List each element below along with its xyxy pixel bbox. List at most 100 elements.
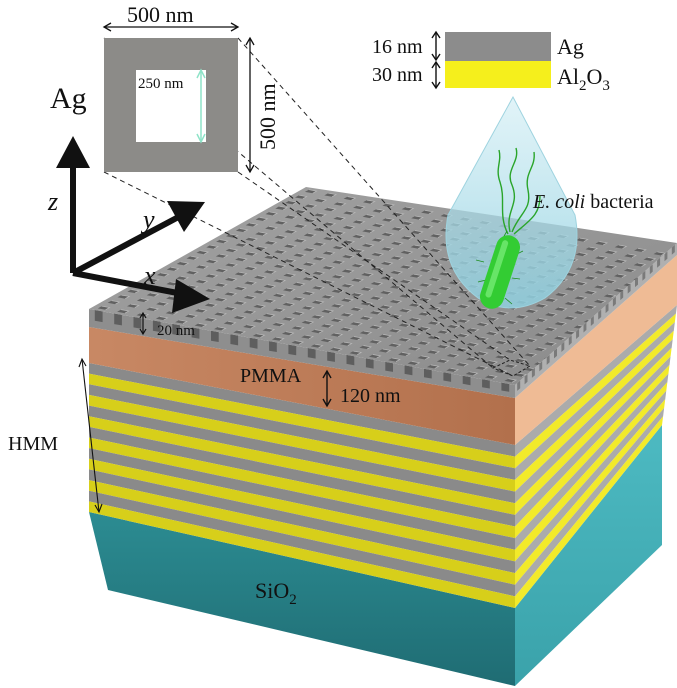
nanohole-edge — [405, 206, 415, 211]
nanohole-edge — [209, 288, 218, 293]
nanohole-edge — [569, 272, 579, 277]
y-axis-line — [71, 210, 188, 276]
nanohole-edge — [579, 237, 589, 243]
nanohole-edge — [354, 321, 363, 326]
nanohole-edge — [308, 218, 317, 223]
nanohole-edge — [608, 250, 618, 255]
nanohole-edge — [365, 272, 374, 277]
nanohole-edge — [276, 322, 286, 327]
pilus — [504, 297, 513, 305]
grating-notch — [664, 251, 668, 262]
nanohole-edge — [257, 304, 267, 309]
nanohole-edge — [179, 319, 188, 324]
nanohole-edge — [423, 282, 433, 288]
nanohole-edge — [434, 219, 444, 224]
nanohole-edge — [220, 239, 229, 244]
nanohole-edge — [237, 329, 247, 335]
substrate-right-face — [515, 425, 662, 686]
grating-notch — [288, 344, 297, 356]
nanohole-edge — [460, 333, 470, 338]
nanohole-edge — [385, 217, 395, 223]
nanohole-edge — [414, 259, 423, 264]
nanohole-edge — [121, 309, 130, 314]
nanohole-edge — [346, 254, 355, 259]
nanohole-edge — [268, 240, 278, 245]
grating-notch — [576, 328, 580, 339]
grating-notch — [642, 270, 646, 281]
nanohole-edge — [599, 241, 609, 246]
nanohole-edge — [279, 205, 289, 211]
hmm-al2o3-layer-side — [515, 347, 672, 515]
nanohole-edge — [209, 259, 219, 264]
nanohole-edge — [401, 352, 411, 357]
nanohole-edge — [395, 212, 405, 217]
nanohole-edge — [366, 228, 376, 234]
nanohole-edge — [248, 251, 258, 257]
grating-notch — [627, 283, 631, 294]
nanohole-edge — [239, 228, 249, 233]
nanohole-edge — [518, 372, 528, 378]
nanohole-edge — [228, 291, 238, 297]
nanohole-edge — [256, 318, 266, 324]
nanohole-edge — [392, 343, 402, 348]
nanohole-edge — [363, 345, 373, 350]
nanohole-edge — [628, 253, 637, 258]
nanohole-edge — [382, 348, 392, 353]
nanohole-edge — [528, 352, 538, 358]
nanohole-edge — [411, 346, 421, 351]
nanohole-edge — [324, 323, 334, 329]
hmm-al2o3-layer-side — [515, 399, 666, 585]
nanohole-edge — [298, 209, 308, 214]
nanohole-edge — [219, 268, 229, 273]
grating-notch — [211, 330, 219, 342]
nanohole-edge — [295, 340, 305, 345]
hmm-ag-layer-front — [89, 363, 515, 457]
legend-al2o3-arrowhead-top — [431, 60, 441, 69]
nanohole-edge — [327, 236, 336, 241]
nanohole-edge — [200, 250, 210, 255]
grating-notch — [561, 341, 565, 352]
grating-notch — [249, 337, 258, 349]
hole-size-label: 250 nm — [138, 76, 184, 92]
nanohole-edge — [257, 289, 267, 295]
nanohole-edge — [297, 253, 307, 258]
layer-legend: 16 nm 30 nm Ag Al2O3 — [372, 30, 610, 94]
nanohole-edge — [317, 241, 327, 247]
nanohole-edge — [538, 332, 548, 337]
hmm-ag-layer-front — [89, 426, 515, 527]
nanohole-edge — [518, 343, 528, 349]
nanohole-edge — [305, 305, 315, 311]
nanohole-edge — [451, 309, 461, 315]
nanohole-edge — [471, 298, 481, 304]
hmm-ag-layer-front — [89, 384, 515, 480]
nanohole-edge — [239, 257, 248, 262]
nanohole-edge — [488, 374, 498, 380]
nanohole-edge — [538, 347, 548, 352]
nanohole-edge — [442, 271, 452, 277]
nanohole-edge — [269, 211, 279, 216]
coordinate-axes: z y x — [47, 136, 210, 313]
nanohole-edge — [499, 340, 509, 345]
nanohole-edge — [568, 301, 578, 306]
nanohole-edge — [315, 314, 325, 320]
grating-notch — [598, 309, 602, 320]
z-axis-arrowhead — [56, 136, 90, 168]
grating-notch — [230, 334, 239, 346]
nanohole-edge — [404, 250, 414, 255]
hmm-al2o3-layer-side — [515, 382, 668, 562]
hole-arrowhead-top — [196, 68, 206, 79]
nanohole-edge — [344, 312, 354, 317]
substrate-front-face — [89, 512, 515, 686]
nanohole-edge — [229, 262, 239, 268]
nanohole-edge — [422, 311, 432, 317]
grating-notch — [649, 264, 653, 275]
nanohole-edge — [480, 307, 490, 313]
nanohole-edge — [357, 205, 366, 210]
nanohole-edge — [217, 326, 227, 331]
nanohole-edge — [529, 323, 538, 328]
grating-arrowhead-top — [139, 311, 147, 319]
pmma-layer — [89, 255, 677, 445]
nanohole-edge — [343, 341, 353, 347]
nanohole-edge — [499, 325, 509, 331]
